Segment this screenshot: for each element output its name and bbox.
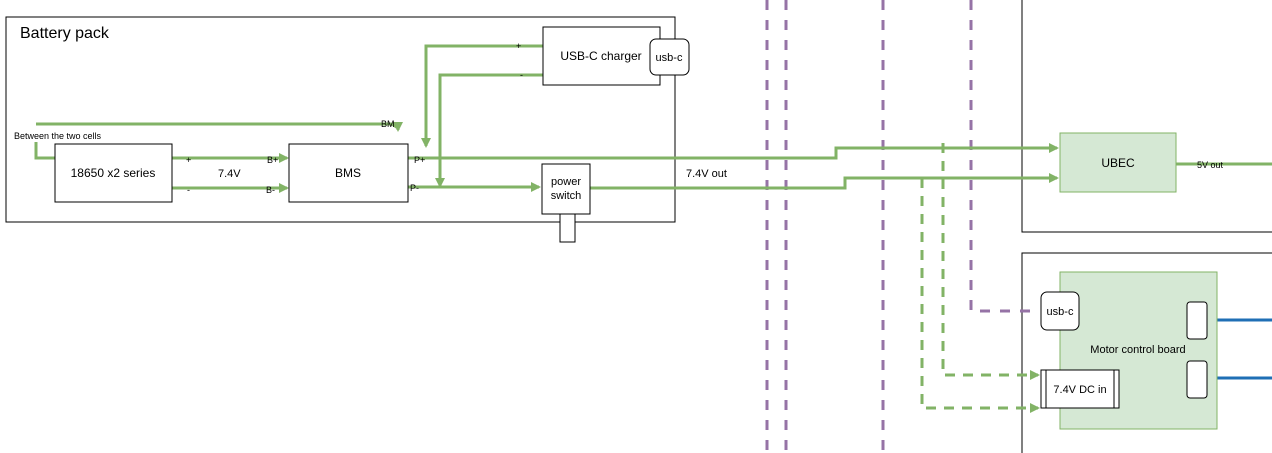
between-cells-label: Between the two cells (14, 131, 102, 141)
cells-label: 18650 x2 series (71, 166, 156, 180)
cells-block (54, 143, 173, 203)
power-switch-block (541, 163, 591, 215)
p-minus-label: P- (410, 183, 419, 193)
usb-c-charger-label: USB-C charger (560, 49, 641, 63)
out-5v-label: 5V out (1197, 160, 1224, 170)
b-plus-label: B+ (267, 155, 278, 165)
usb-c-port-charger-label: usb-c (656, 52, 683, 64)
power-switch-label-2: switch (551, 190, 582, 202)
p-plus-label: P+ (414, 155, 425, 165)
power-lines (34, 44, 1272, 193)
purple-dashed-lines (765, 0, 1040, 453)
dc-in-label: 7.4V DC in (1053, 384, 1106, 396)
bms-label: BMS (335, 166, 361, 180)
battery-pack-title: Battery pack (20, 25, 110, 42)
charger-minus-label: - (520, 70, 523, 80)
charger-plus-label: + (516, 41, 521, 51)
v74-out-label: 7.4V out (686, 168, 727, 180)
v74-label: 7.4V (218, 168, 241, 180)
connector-top (1186, 301, 1208, 340)
bms-block (288, 143, 409, 203)
data-lines (1207, 318, 1272, 380)
ubec-container (1021, 0, 1272, 233)
connector-bottom (1186, 360, 1208, 399)
usb-c-port-motor (1040, 291, 1080, 331)
ubec-label: UBEC (1101, 156, 1135, 170)
power-switch-toggle (559, 213, 576, 243)
power-switch-label-1: power (551, 176, 581, 188)
dc-in-block (1040, 369, 1120, 409)
usb-c-port-motor-label: usb-c (1047, 306, 1074, 318)
b-minus-label: B- (266, 185, 275, 195)
cells-plus-label: + (186, 155, 191, 165)
motor-board-label: Motor control board (1090, 344, 1185, 356)
usb-c-charger-block (542, 26, 661, 86)
motor-board-container (1021, 252, 1272, 453)
bm-label: BM (381, 119, 395, 129)
usb-c-port-charger (649, 38, 690, 76)
cells-minus-label: - (187, 185, 190, 195)
power-dashed-lines (920, 143, 1040, 413)
battery-pack-container (5, 16, 676, 223)
ubec-block (1059, 132, 1177, 193)
